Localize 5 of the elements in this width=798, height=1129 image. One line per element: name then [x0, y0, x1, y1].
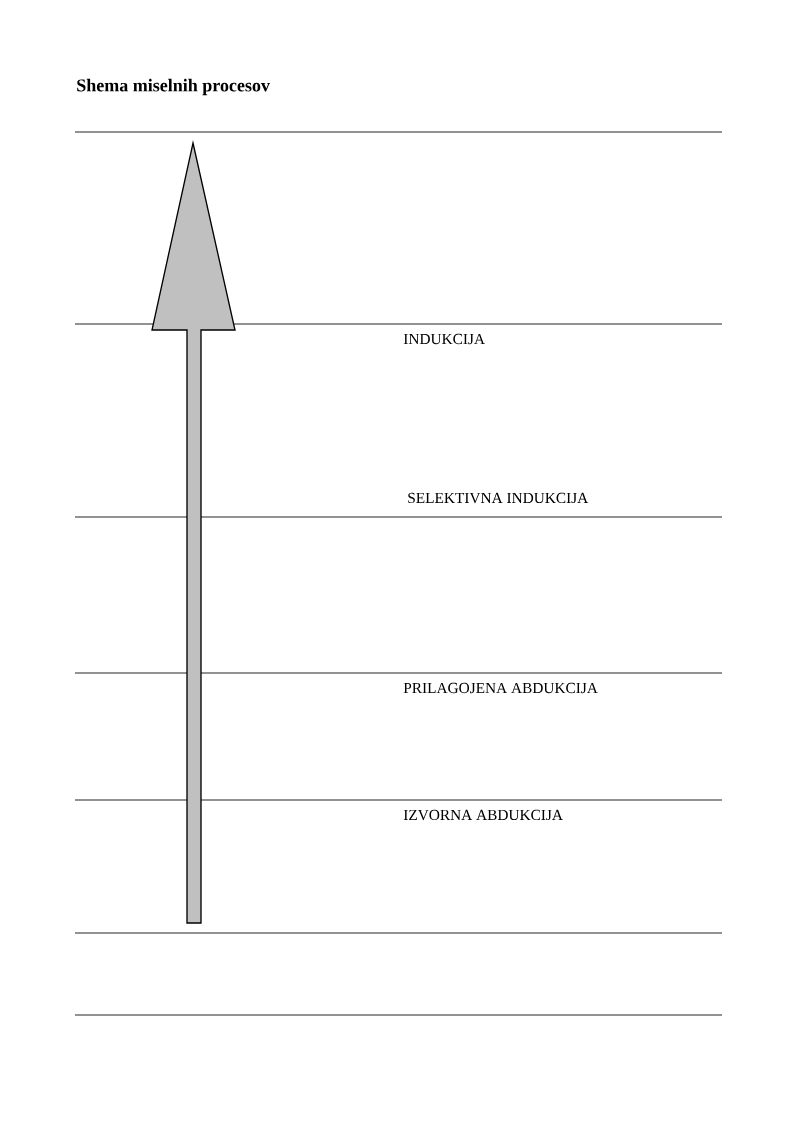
- level-label: SELEKTIVNA INDUKCIJA: [408, 492, 589, 504]
- level-label: INDUKCIJA: [403, 333, 485, 345]
- title: Shema miselnih procesov: [77, 78, 270, 96]
- level-label: IZVORNA ABDUKCIJA: [403, 809, 563, 821]
- level-label: PRILAGOJENA ABDUKCIJA: [403, 682, 598, 694]
